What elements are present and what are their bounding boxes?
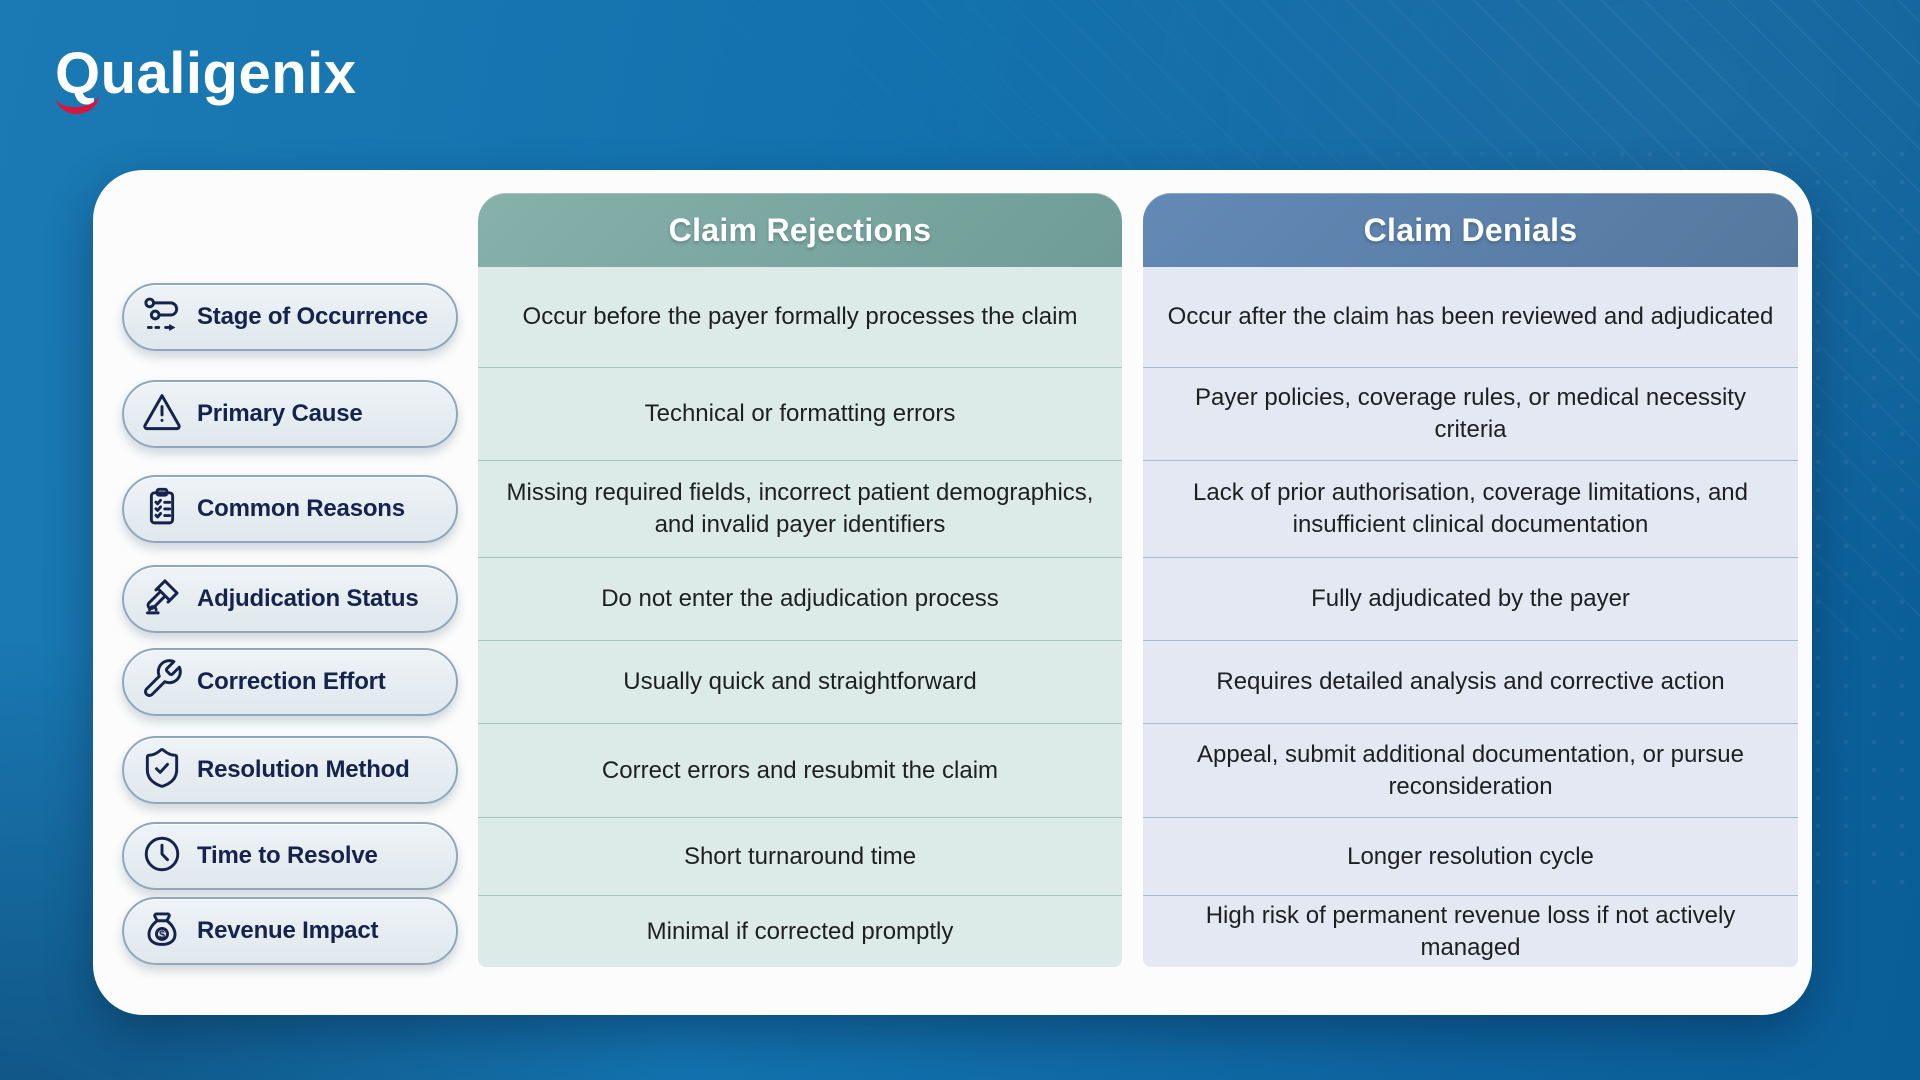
pill-time-to-resolve: Time to Resolve [122, 822, 458, 890]
denial-cell: Lack of prior authorisation, coverage li… [1143, 460, 1798, 557]
rejection-cell: Correct errors and resubmit the claim [478, 723, 1122, 817]
claim-rejections-column: Claim Rejections Occur before the payer … [478, 193, 1122, 967]
svg-text:$: $ [159, 928, 165, 940]
claim-rejections-header: Claim Rejections [478, 193, 1122, 267]
gavel-icon [140, 574, 184, 623]
row-label: Resolution Method [197, 756, 410, 783]
pill-adjudication-status: Adjudication Status [122, 564, 458, 633]
label-row-common-reasons: Common Reasons [122, 460, 458, 557]
wrench-icon [140, 657, 184, 706]
pill-resolution-method: Resolution Method [122, 736, 458, 804]
label-row-correction-effort: Correction Effort [122, 640, 458, 723]
claim-rejections-body: Occur before the payer formally processe… [478, 267, 1122, 967]
denial-cell: Requires detailed analysis and correctiv… [1143, 640, 1798, 723]
denial-cell: Occur after the claim has been reviewed … [1167, 303, 1774, 331]
pill-stage-of-occurrence: Stage of Occurrence [122, 283, 458, 351]
logo-initial: Q [55, 41, 101, 106]
label-row-adjudication-status: Adjudication Status [122, 557, 458, 640]
row-label: Primary Cause [197, 399, 363, 427]
pill-revenue-impact: $ Revenue Impact [122, 897, 458, 965]
logo-rest: ualigenix [100, 41, 357, 106]
denial-cell: Payer policies, coverage rules, or medic… [1143, 367, 1798, 460]
label-row-revenue-impact: $ Revenue Impact [122, 895, 458, 967]
label-row-resolution-method: Resolution Method [122, 723, 458, 817]
label-row-primary-cause: Primary Cause [122, 367, 458, 460]
pill-correction-effort: Correction Effort [122, 647, 458, 716]
rejection-cell: Do not enter the adjudication process [478, 557, 1122, 640]
row-label: Common Reasons [197, 494, 405, 522]
label-row-time-to-resolve: Time to Resolve [122, 817, 458, 895]
claim-denials-column: Claim Denials Occur after the claim has … [1143, 193, 1798, 967]
denial-cell: Appeal, submit additional documentation,… [1143, 723, 1798, 817]
label-row-stage-of-occurrence: Stage of Occurrence [122, 267, 458, 367]
row-label: Time to Resolve [197, 842, 378, 869]
clock-icon [140, 832, 184, 881]
comparison-card: Stage of Occurrence Primary Cause Common… [93, 170, 1812, 1015]
qualigenix-logo: Qualigenix [55, 40, 357, 107]
route-icon [140, 293, 184, 342]
claim-denials-header: Claim Denials [1143, 193, 1798, 267]
checklist-clipboard-icon [140, 484, 184, 533]
shield-check-icon [140, 746, 184, 795]
denial-cell: Longer resolution cycle [1143, 817, 1798, 895]
row-labels-column: Stage of Occurrence Primary Cause Common… [122, 267, 458, 967]
warning-triangle-icon [140, 389, 184, 438]
claim-denials-body: Occur after the claim has been reviewed … [1143, 267, 1798, 967]
row-label: Adjudication Status [197, 584, 419, 612]
rejection-cell: Technical or formatting errors [478, 367, 1122, 460]
pill-common-reasons: Common Reasons [122, 474, 458, 543]
pill-primary-cause: Primary Cause [122, 379, 458, 448]
rejection-cell: Occur before the payer formally processe… [522, 303, 1078, 331]
money-bag-icon: $ [140, 907, 184, 956]
row-label: Revenue Impact [197, 917, 379, 944]
rejection-cell: Missing required fields, incorrect patie… [478, 460, 1122, 557]
denial-cell: High risk of permanent revenue loss if n… [1143, 895, 1798, 967]
denial-cell: Fully adjudicated by the payer [1143, 557, 1798, 640]
rejection-cell: Minimal if corrected promptly [478, 895, 1122, 967]
rejection-cell: Short turnaround time [478, 817, 1122, 895]
row-label: Stage of Occurrence [197, 303, 428, 330]
rejection-cell: Usually quick and straightforward [478, 640, 1122, 723]
row-label: Correction Effort [197, 667, 386, 695]
